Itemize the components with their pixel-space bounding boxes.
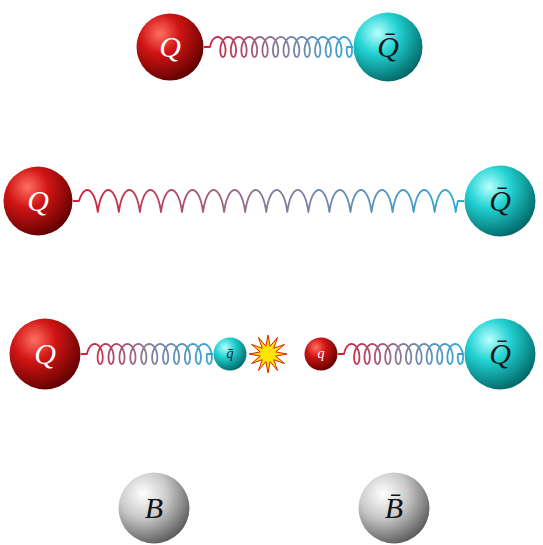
- particle-label: q̄: [227, 347, 234, 361]
- ball-circle: [354, 13, 423, 82]
- particle-label: B: [145, 493, 163, 523]
- particle-label: Q̄: [377, 32, 399, 62]
- gluon-string: [73, 190, 464, 212]
- ball-circle: [4, 167, 73, 236]
- particle-label: B̄: [385, 493, 403, 523]
- quark-ball: Q: [136, 13, 204, 81]
- light-quark-ball: q: [304, 337, 338, 371]
- quark-ball: Q: [3, 166, 73, 236]
- ball-circle: [465, 166, 536, 237]
- light-antiquark-ball: q̄: [213, 337, 247, 371]
- particle-label: Q: [27, 186, 49, 216]
- particle-label: Q: [159, 32, 181, 62]
- particle-label: Q: [34, 339, 56, 369]
- string-break-burst: [249, 335, 287, 373]
- ball-circle: [465, 319, 536, 390]
- ball-circle: [359, 473, 430, 544]
- gluon-string: [338, 344, 464, 364]
- particle-label: Q̄: [489, 186, 511, 216]
- antimeson-ball: B̄: [358, 472, 430, 544]
- antiquark-ball: Q̄: [353, 12, 423, 82]
- particle-label: Q̄: [489, 339, 511, 369]
- ball-circle: [214, 338, 247, 371]
- ball-circle: [10, 319, 81, 390]
- meson-ball: B: [118, 472, 190, 544]
- particle-label: q: [318, 347, 325, 361]
- antiquark-ball: Q̄: [464, 165, 536, 237]
- gluon-string: [204, 37, 353, 57]
- gluon-string: [81, 344, 213, 364]
- ball-circle: [305, 338, 338, 371]
- ball-circle: [137, 14, 204, 81]
- antiquark-ball: Q̄: [464, 318, 536, 390]
- ball-circle: [119, 473, 190, 544]
- quark-ball: Q: [9, 318, 81, 390]
